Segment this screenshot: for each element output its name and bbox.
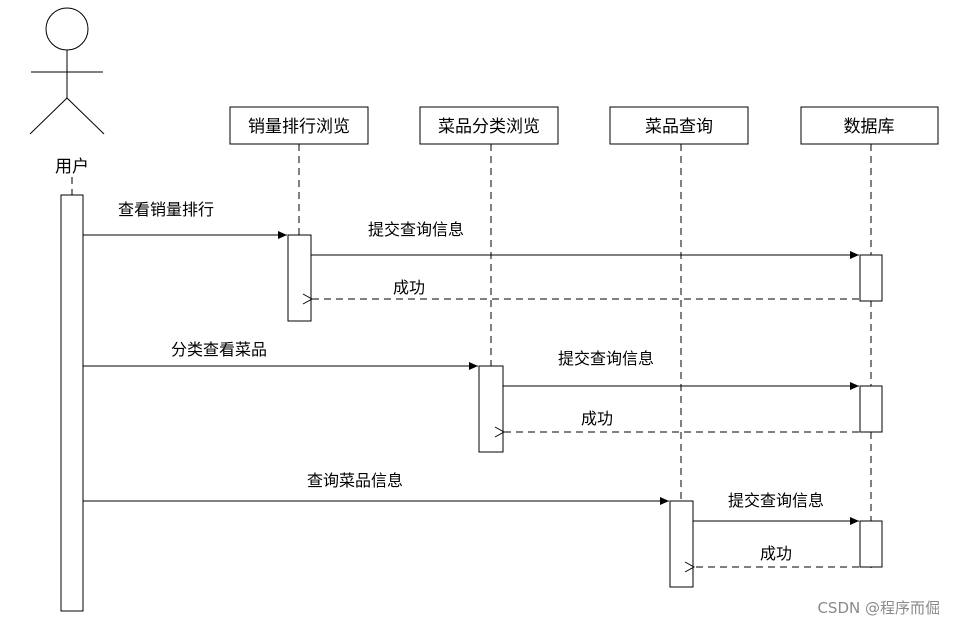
message-label: 成功 bbox=[760, 544, 792, 563]
lifeline-category-browse: 菜品分类浏览 bbox=[419, 106, 559, 453]
lifeline-box bbox=[609, 106, 749, 145]
actor-activation bbox=[60, 194, 84, 612]
message-label: 提交查询信息 bbox=[368, 220, 464, 239]
actor-user: 用户 bbox=[29, 7, 105, 612]
message-3: 成功 bbox=[312, 278, 859, 299]
message-8: 提交查询信息 bbox=[693, 491, 859, 525]
stick-figure-icon bbox=[29, 7, 105, 135]
message-9: 成功 bbox=[694, 544, 859, 567]
actor-label: 用户 bbox=[55, 157, 89, 177]
message-label: 成功 bbox=[393, 278, 425, 297]
message-6: 成功 bbox=[504, 409, 859, 432]
lifeline-dish-query: 菜品查询 bbox=[609, 106, 749, 588]
message-label: 查看销量排行 bbox=[118, 200, 214, 219]
lifeline-sales-ranking: 销量排行浏览 bbox=[229, 106, 369, 322]
activation-bar bbox=[478, 365, 504, 453]
message-label: 成功 bbox=[581, 409, 613, 428]
lifeline-label: 销量排行浏览 bbox=[248, 117, 350, 137]
activation-bar bbox=[287, 234, 312, 322]
lifeline-database: 数据库 bbox=[800, 106, 939, 568]
message-label: 分类查看菜品 bbox=[171, 340, 267, 359]
activation-bar bbox=[669, 500, 694, 588]
lifeline-label: 菜品分类浏览 bbox=[438, 117, 540, 137]
db-activation-2 bbox=[859, 385, 883, 433]
lifeline-label: 数据库 bbox=[844, 117, 895, 137]
message-1: 查看销量排行 bbox=[83, 200, 287, 239]
lifeline-box bbox=[229, 106, 369, 145]
message-5: 提交查询信息 bbox=[503, 349, 859, 390]
message-label: 提交查询信息 bbox=[558, 349, 654, 368]
watermark: CSDN @程序而倔 bbox=[817, 599, 940, 617]
lifeline-box bbox=[419, 106, 559, 145]
db-activation-1 bbox=[859, 254, 883, 302]
message-7: 查询菜品信息 bbox=[83, 471, 669, 505]
lifeline-box bbox=[800, 106, 939, 145]
message-label: 查询菜品信息 bbox=[307, 471, 403, 490]
message-2: 提交查询信息 bbox=[311, 220, 859, 259]
message-label: 提交查询信息 bbox=[728, 491, 824, 510]
lifeline-label: 菜品查询 bbox=[645, 117, 713, 137]
db-activation-3 bbox=[859, 520, 883, 568]
message-4: 分类查看菜品 bbox=[83, 340, 478, 370]
